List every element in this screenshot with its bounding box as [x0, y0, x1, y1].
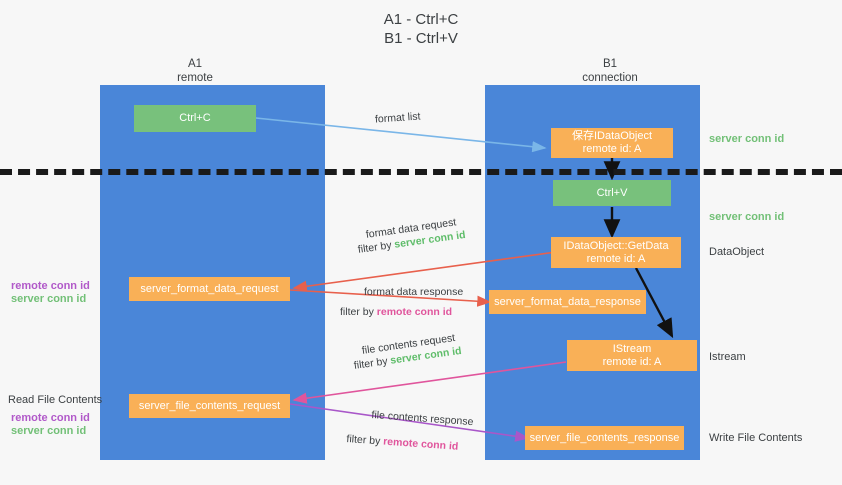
- annotation-server-conn-id-mid: server conn id: [709, 211, 785, 223]
- annotation-server-conn-id-top: server conn id: [709, 133, 785, 145]
- box-save-dataobject[interactable]: 保存IDataObject remote id: A: [551, 128, 673, 158]
- divider-dashed-line: [0, 169, 842, 175]
- annotation-istream: Istream: [709, 351, 746, 363]
- edge-label-format-data-response: format data response: [364, 286, 464, 298]
- annotation-remote-conn-id-1: remote conn id: [11, 280, 90, 292]
- box-istream[interactable]: IStream remote id: A: [567, 340, 697, 371]
- edge-label-format-data-response-filter: filter by remote conn id: [340, 306, 453, 318]
- box-server-file-contents-response[interactable]: server_file_contents_response: [525, 426, 684, 450]
- annotation-remote-conn-id-2: remote conn id: [11, 412, 90, 424]
- box-server-format-data-response[interactable]: server_format_data_response: [489, 290, 646, 314]
- box-ctrl-c[interactable]: Ctrl+C: [134, 105, 256, 132]
- page-title: A1 - Ctrl+C B1 - Ctrl+V: [383, 11, 459, 47]
- annotation-read-file-contents: Read File Contents: [8, 394, 103, 406]
- annotation-server-conn-id-1: server conn id: [11, 293, 87, 305]
- box-ctrl-v[interactable]: Ctrl+V: [553, 180, 671, 206]
- annotation-dataobject: DataObject: [709, 246, 765, 258]
- box-idataobject-getdata[interactable]: IDataObject::GetData remote id: A: [551, 237, 681, 268]
- annotation-server-conn-id-2: server conn id: [11, 425, 87, 437]
- annotation-write-file-contents: Write File Contents: [709, 432, 803, 444]
- box-server-file-contents-request[interactable]: server_file_contents_request: [129, 394, 290, 418]
- box-server-format-data-request[interactable]: server_format_data_request: [129, 277, 290, 301]
